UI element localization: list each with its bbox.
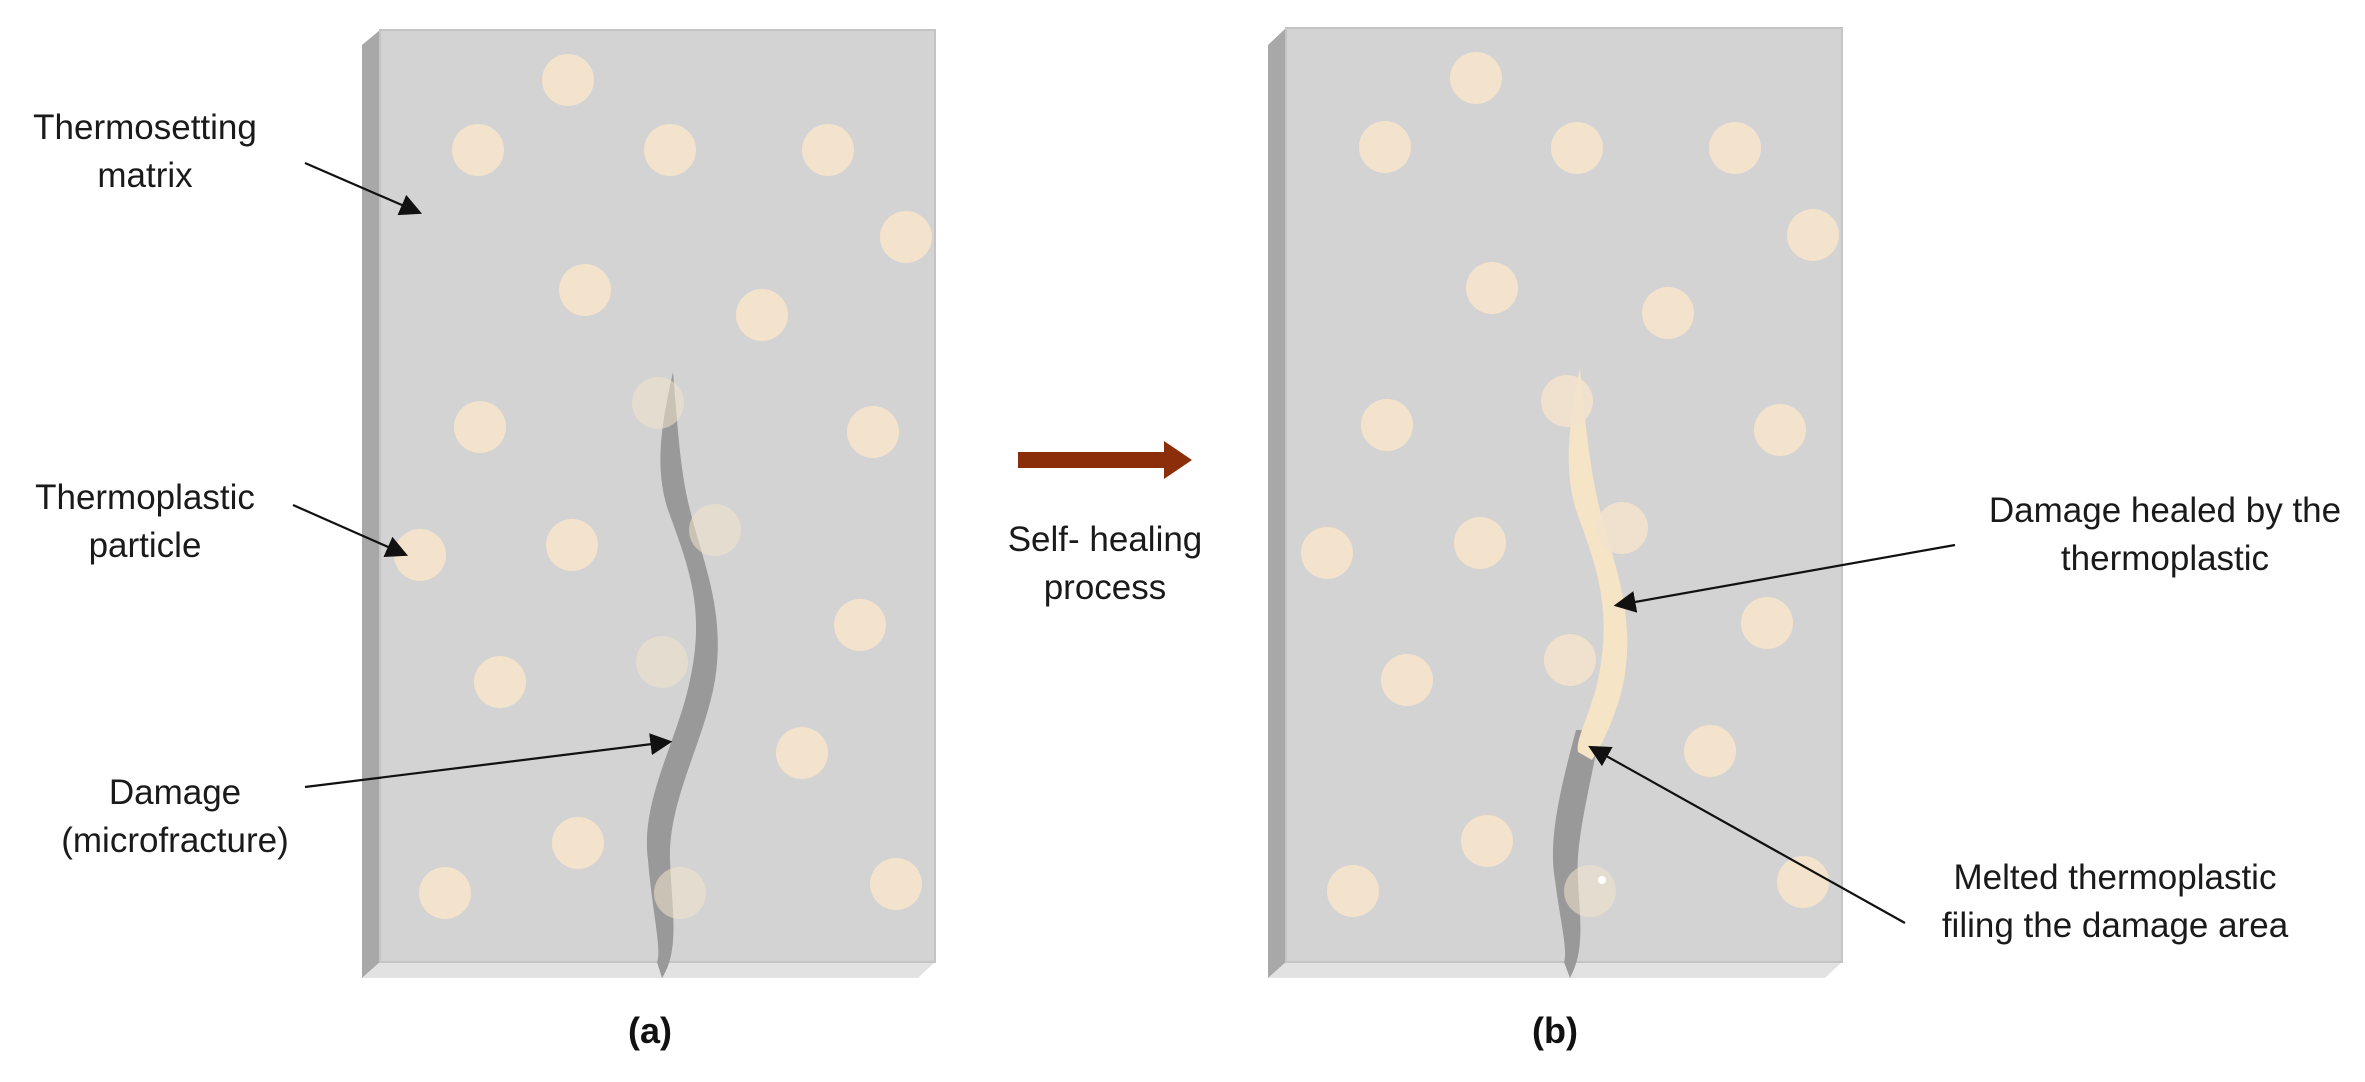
panel-b-particles [1301,52,1839,917]
particle [636,636,688,688]
particle [776,727,828,779]
label-line: Melted thermoplastic [1953,858,2277,897]
particle [1564,865,1616,917]
pointer-thermosetting-matrix [304,161,423,216]
particle [847,406,899,458]
particle [419,867,471,919]
particle [1551,122,1603,174]
panel-a-particles [394,54,932,919]
self-healing-process-arrow [1018,441,1192,479]
label-line: Damage healed by the [1988,491,2342,530]
particle [1777,856,1829,908]
particle [546,519,598,571]
panel-a-bottom-edge [362,962,935,978]
panel-b-overlap-particles [1541,375,1648,917]
pointer-melted-thermoplastic [1588,745,1906,924]
particle [1596,502,1648,554]
process-arrow-head [1164,441,1192,479]
particle [644,124,696,176]
particle [559,264,611,316]
particle [1741,597,1793,649]
caption-a: (a) [628,1010,672,1051]
pointer-arrows [292,161,1956,924]
pointer-thermoplastic-particle [292,503,409,557]
label-self-healing-process: Self- healing process [975,516,1235,612]
label-damage: Damage (microfracture) [30,769,320,865]
particle [880,211,932,263]
particle [689,504,741,556]
label-line: Self- healing [1007,520,1203,559]
particle [394,529,446,581]
label-line: Damage [108,773,242,812]
label-damage-healed: Damage healed by the thermoplastic [1975,487,2355,583]
label-line: filing the damage area [1941,906,2289,945]
particle [834,599,886,651]
label-melted-thermoplastic: Melted thermoplastic filing the damage a… [1915,854,2315,950]
particle [1327,865,1379,917]
particle [1544,634,1596,686]
particle [454,401,506,453]
panel-b [1268,27,1843,978]
particle [632,377,684,429]
particle [1709,122,1761,174]
particle [802,124,854,176]
particle [1541,375,1593,427]
label-thermoplastic-particle: Thermoplastic particle [20,474,270,570]
particle [474,656,526,708]
particle [1754,404,1806,456]
label-line: thermoplastic [2060,539,2270,578]
label-line: matrix [97,156,193,195]
process-arrow-shaft [1018,452,1168,468]
panel-a-overlap-particles [632,377,741,919]
particle [452,124,504,176]
caption-b: (b) [1532,1010,1578,1051]
particle [1361,399,1413,451]
particle [1301,527,1353,579]
label-line: Thermoplastic [35,478,255,517]
particle [1450,52,1502,104]
panel-b-side-edge [1268,28,1286,978]
particle [1381,654,1433,706]
particle [1466,262,1518,314]
pointer-damage-healed [1613,543,1956,613]
panel-a-crack [646,372,718,978]
particle [736,289,788,341]
pointer-damage [304,733,673,789]
particle [1787,209,1839,261]
particle [542,54,594,106]
particle [1461,815,1513,867]
particle [552,817,604,869]
particle [1359,121,1411,173]
particle [1454,517,1506,569]
highlight-dot [1598,876,1606,884]
panel-b-healed-zone [1568,368,1628,760]
label-line: particle [88,526,202,565]
particle [870,858,922,910]
label-thermosetting-matrix: Thermosetting matrix [25,104,265,200]
panel-a [362,29,936,978]
label-line: process [1043,568,1167,607]
panel-a-side-edge [362,30,380,978]
label-line: Thermosetting [33,108,257,147]
panel-b-bottom-edge [1268,962,1842,978]
particle [1684,725,1736,777]
panel-b-crack-remaining [1552,730,1600,978]
label-line: (microfracture) [61,821,289,860]
particle [654,867,706,919]
particle [1642,287,1694,339]
